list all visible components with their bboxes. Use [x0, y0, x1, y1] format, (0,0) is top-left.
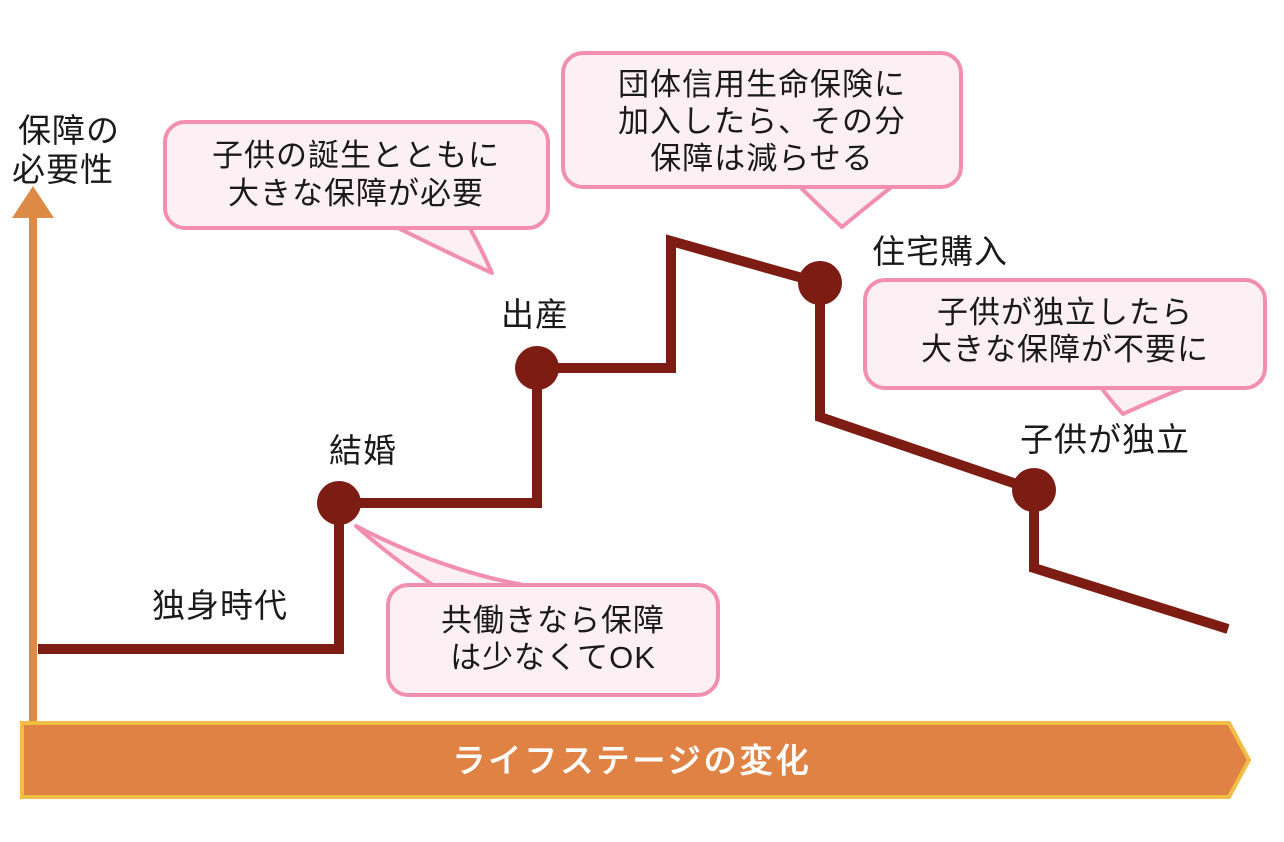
- stage-label-single: 独身時代: [152, 587, 288, 624]
- x-axis-banner: ライフステージの変化: [20, 721, 1252, 799]
- callout-dual-income-line2: は少なくてOK: [450, 640, 656, 675]
- stage-label-house: 住宅購入: [872, 233, 1008, 270]
- stage-labels: 独身時代 結婚 出産 住宅購入 子供が独立: [152, 233, 1190, 624]
- y-axis-arrow-up-icon: [12, 186, 54, 218]
- stage-dot-marriage: [317, 481, 361, 525]
- callout-independence: 子供が独立したら 大きな保障が不要に: [863, 278, 1267, 416]
- y-axis-title-line1: 保障の: [18, 112, 120, 149]
- y-axis-line: [29, 214, 37, 723]
- stage-dot-birth: [515, 346, 559, 390]
- callout-dual-income-line1: 共働きなら保障: [441, 603, 665, 638]
- callout-birth-box: [163, 120, 550, 230]
- callout-independence-box: [863, 278, 1267, 390]
- callout-mortgage-box: [561, 51, 963, 189]
- callout-mortgage-line3: 保障は減らせる: [650, 141, 873, 176]
- stage-label-independent: 子供が独立: [1020, 421, 1190, 458]
- callout-independence-line2: 大きな保障が不要に: [921, 332, 1209, 367]
- callout-dual-income-box: [386, 583, 720, 697]
- stage-dot-independent: [1012, 468, 1056, 512]
- callout-dual-income-tail-icon: [354, 524, 550, 593]
- stage-label-birth: 出産: [501, 296, 569, 333]
- callout-birth-line1: 子供の誕生とともに: [212, 138, 500, 173]
- callout-birth: 子供の誕生とともに 大きな保障が必要: [163, 120, 550, 275]
- banner-arrow-right-icon: [20, 721, 1252, 799]
- callout-independence-tail-icon: [1096, 381, 1198, 416]
- callout-mortgage-tail-icon: [793, 180, 900, 229]
- y-axis-title-line2: 必要性: [12, 151, 114, 188]
- callout-independence-line1: 子供が独立したら: [937, 295, 1193, 330]
- callout-mortgage-line2: 加入したら、その分: [618, 104, 906, 139]
- callout-mortgage: 団体信用生命保険に 加入したら、その分 保障は減らせる: [561, 51, 963, 229]
- callout-mortgage-line1: 団体信用生命保険に: [618, 67, 906, 102]
- stage-dot-house: [798, 261, 842, 305]
- callout-birth-tail-icon: [390, 223, 494, 275]
- banner-label: ライフステージの変化: [452, 742, 811, 779]
- callout-birth-line2: 大きな保障が必要: [228, 176, 484, 211]
- callout-dual-income: 共働きなら保障 は少なくてOK: [354, 524, 720, 697]
- y-axis: 保障の 必要性: [12, 112, 120, 723]
- stage-label-marriage: 結婚: [329, 432, 397, 469]
- coverage-step-line: [38, 234, 1230, 654]
